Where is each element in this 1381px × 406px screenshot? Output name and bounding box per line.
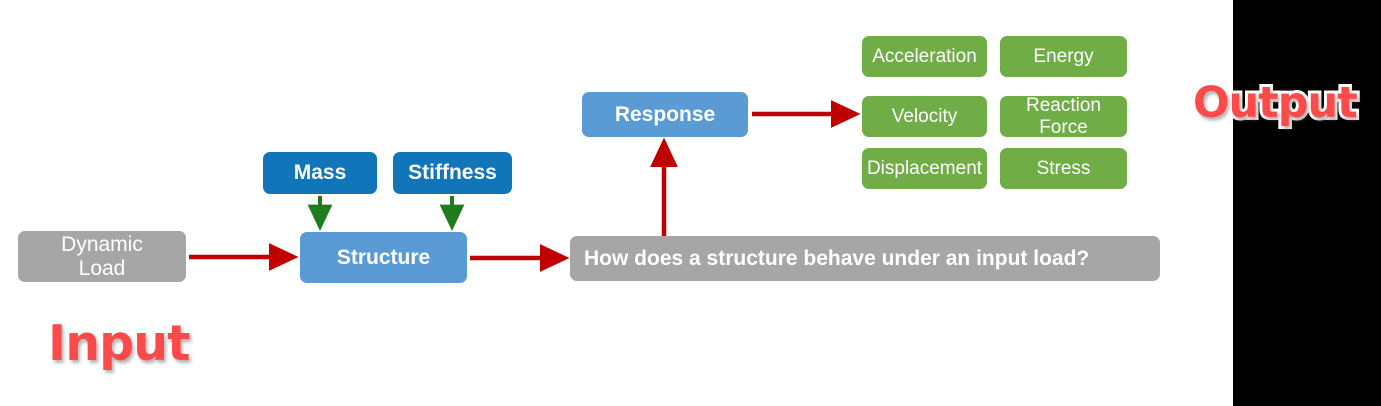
label-input-stroke: Input [45, 312, 193, 375]
label-output: Output Output [1190, 75, 1361, 131]
node-structure[interactable]: Structure [300, 232, 467, 283]
node-dynamic-load[interactable]: Dynamic Load [18, 231, 186, 282]
node-response[interactable]: Response [582, 92, 748, 137]
label-input: Input Input [45, 312, 193, 375]
label-output-stroke: Output [1190, 75, 1361, 131]
node-output-stress[interactable]: Stress [1000, 148, 1127, 189]
label-output-fill: Output [1193, 78, 1358, 128]
node-question-box[interactable]: How does a structure behave under an inp… [570, 236, 1160, 281]
node-output-acceleration[interactable]: Acceleration [862, 36, 987, 77]
node-output-energy[interactable]: Energy [1000, 36, 1127, 77]
node-stiffness[interactable]: Stiffness [393, 152, 512, 194]
node-output-reaction-force[interactable]: Reaction Force [1000, 95, 1127, 138]
node-output-displacement[interactable]: Displacement [862, 148, 987, 189]
black-band [1233, 0, 1381, 406]
node-output-velocity[interactable]: Velocity [862, 96, 987, 137]
label-input-fill: Input [48, 315, 190, 372]
node-mass[interactable]: Mass [263, 152, 377, 194]
